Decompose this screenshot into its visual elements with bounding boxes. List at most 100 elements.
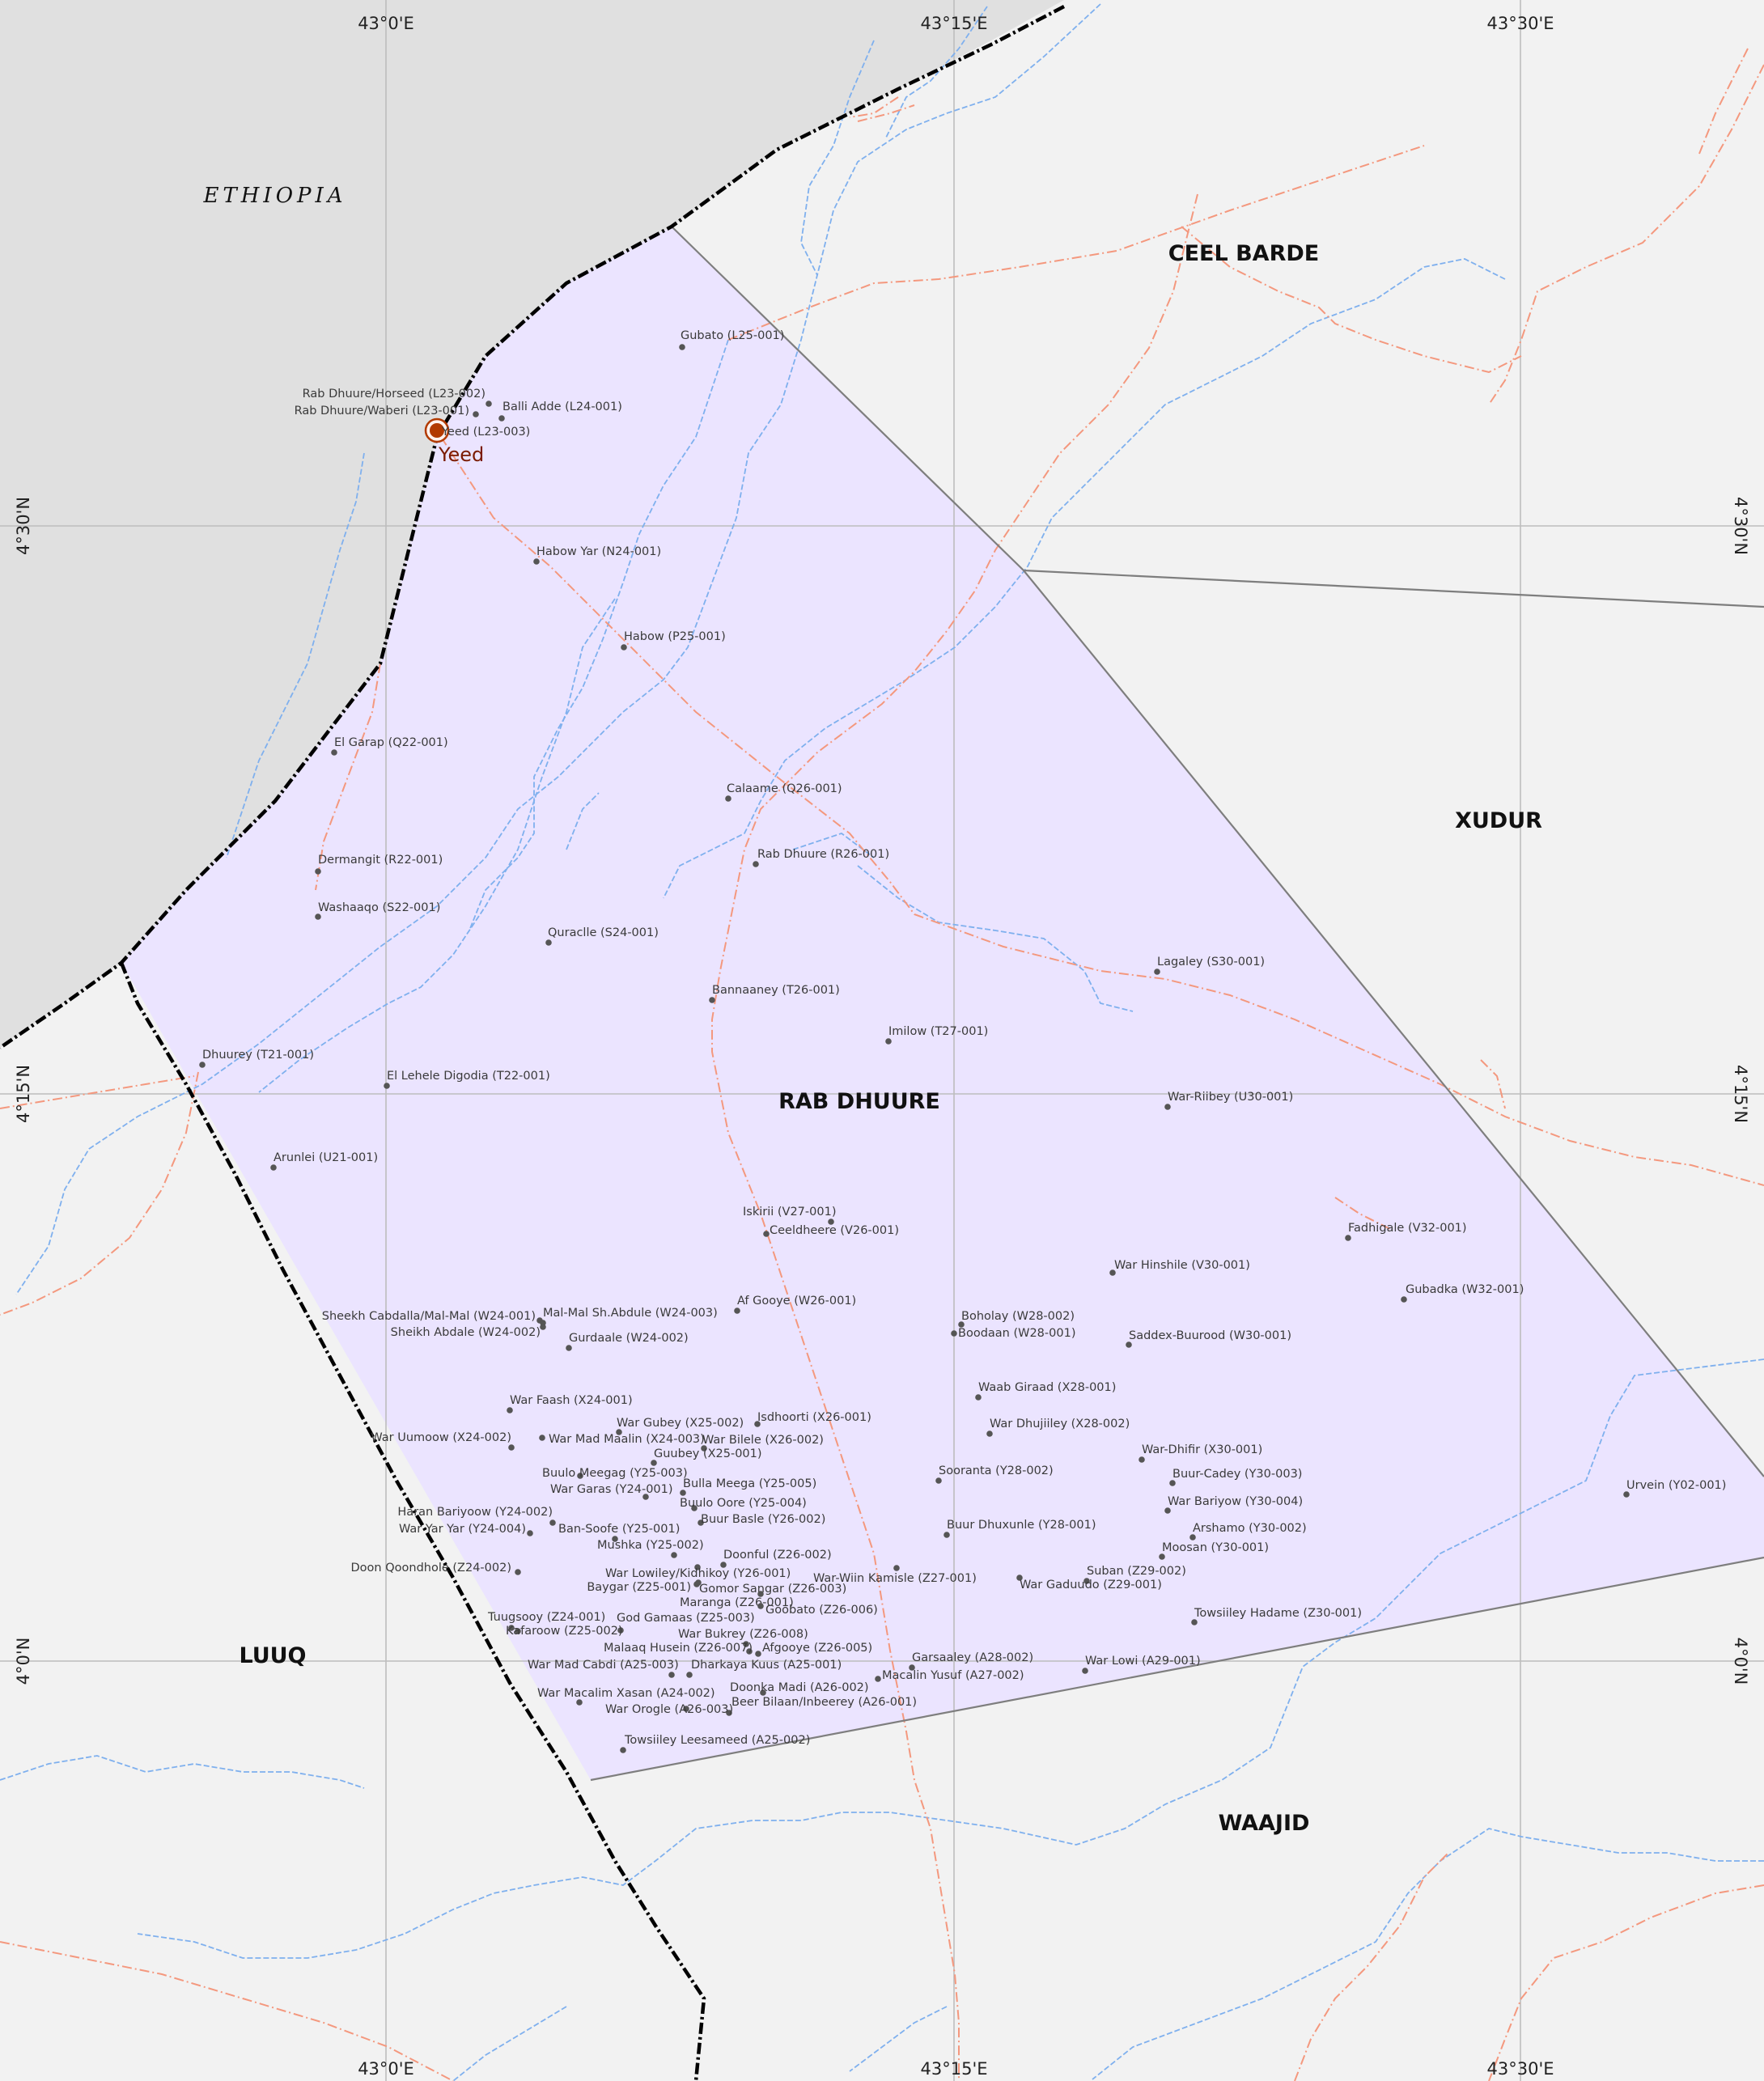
place-item[interactable]: Waab Giraad (X28-001)	[975, 1381, 1116, 1401]
place-label: War-Riibey (U30-001)	[1168, 1091, 1293, 1104]
place-item[interactable]: Doon Qoondhole (Z24-002)	[351, 1562, 521, 1575]
place-item[interactable]: War-Wiin Kamisle (Z27-001)	[813, 1565, 977, 1585]
place-item[interactable]: Dermangit (R22-001)	[315, 854, 443, 875]
place-item[interactable]: War Faash (X24-001)	[507, 1394, 633, 1413]
place-item[interactable]: Moosan (Y30-001)	[1159, 1541, 1269, 1560]
place-item[interactable]: Saddex-Buurood (W30-001)	[1126, 1329, 1291, 1348]
place-item[interactable]: Arshamo (Y30-002)	[1189, 1522, 1307, 1541]
place-item[interactable]: Imilow (T27-001)	[885, 1025, 988, 1045]
place-marker-icon	[1401, 1296, 1407, 1303]
place-item[interactable]: Washaaqo (S22-001)	[315, 901, 440, 920]
place-item[interactable]: Gubato (L25-001)	[679, 329, 784, 350]
place-item[interactable]: Buur Dhuxunle (Y28-001)	[943, 1519, 1096, 1538]
place-item[interactable]: Maranga (Z26-001)	[680, 1591, 794, 1609]
place-item[interactable]: Bannaaney (T26-001)	[709, 984, 840, 1003]
main-town-yeed[interactable]: Yeed (L23-003) Yeed	[424, 417, 530, 466]
place-label: Lagaley (S30-001)	[1157, 956, 1265, 968]
place-item[interactable]: Towsiiley Leesameed (A25-002)	[620, 1734, 810, 1753]
place-item[interactable]: Tuugsooy (Z24-001)	[487, 1611, 605, 1631]
place-item[interactable]: Lagaley (S30-001)	[1154, 956, 1265, 975]
place-item[interactable]: God Gamaas (Z25-003)	[617, 1612, 755, 1634]
place-item[interactable]: Rab Dhuure (R26-001)	[753, 848, 889, 867]
place-item[interactable]: War Lowiley/Kidhikoy (Y26-001)	[605, 1564, 791, 1580]
place-marker-icon	[909, 1664, 915, 1671]
place-item[interactable]: El Garap (Q22-001)	[331, 736, 448, 756]
place-marker-icon	[1345, 1235, 1351, 1241]
place-item[interactable]: Haran Bariyoow (Y24-002)	[397, 1506, 556, 1526]
place-item[interactable]: Rab Dhuure/Horseed (L23-002)	[303, 388, 492, 407]
place-item[interactable]: Boodaan (W28-001)	[951, 1327, 1075, 1340]
place-item[interactable]: War Orogle (A26-003)	[605, 1703, 733, 1716]
place-item[interactable]: El Lehele Digodia (T22-001)	[384, 1070, 550, 1089]
place-marker-icon	[577, 1473, 583, 1479]
place-item[interactable]: Gubadka (W32-001)	[1401, 1283, 1524, 1303]
place-item[interactable]: Af Gooye (W26-001)	[734, 1295, 856, 1314]
place-item[interactable]: War Gaduudo (Z29-001)	[1016, 1575, 1162, 1591]
place-item[interactable]: Goobato (Z26-006)	[757, 1603, 878, 1617]
place-item[interactable]: War Macalim Xasan (A24-002)	[537, 1687, 715, 1706]
place-item[interactable]: Calaame (Q26-001)	[725, 782, 842, 802]
place-item[interactable]: Arunlei (U21-001)	[270, 1151, 378, 1171]
place-item[interactable]: Dharkaya Kuus (A25-001)	[686, 1659, 842, 1678]
place-marker-icon	[566, 1345, 572, 1351]
place-item[interactable]: Buulo Meegag (Y25-003)	[542, 1467, 688, 1480]
place-item[interactable]: Malaaq Husein (Z26-007)	[604, 1642, 753, 1655]
place-item[interactable]: War Lowi (A29-001)	[1082, 1655, 1201, 1674]
place-item[interactable]: Suban (Z29-002)	[1083, 1565, 1186, 1584]
place-item[interactable]: Rab Dhuure/Waberi (L23-001)	[295, 405, 479, 417]
place-item[interactable]: Boholay (W28-002)	[958, 1310, 1075, 1328]
place-item[interactable]: Sheekh Cabdalla/Mal-Mal (W24-001)	[322, 1310, 543, 1324]
place-item[interactable]: Dhuurey (T21-001)	[199, 1049, 314, 1068]
place-item[interactable]: Habow Yar (N24-001)	[533, 545, 661, 565]
place-item[interactable]: Gomor Sangar (Z26-003)	[695, 1579, 846, 1596]
place-item[interactable]: Ceeldheere (V26-001)	[763, 1224, 899, 1237]
place-item[interactable]: Iskirii (V27-001)	[743, 1206, 836, 1225]
place-item[interactable]: War Yar Yar (Y24-004)	[399, 1523, 533, 1536]
place-marker-icon	[540, 1324, 546, 1330]
place-item[interactable]: Garsaaley (A28-002)	[909, 1651, 1033, 1671]
place-item[interactable]: Habow (P25-001)	[621, 630, 726, 651]
place-label-yeed-code: Yeed (L23-003)	[441, 426, 530, 439]
place-item[interactable]: Kafaroow (Z25-002)	[506, 1625, 623, 1638]
place-item[interactable]: War-Dhifir (X30-001)	[1139, 1443, 1262, 1463]
place-item[interactable]: Bulla Meega (Y25-005)	[680, 1477, 816, 1496]
place-marker-icon	[726, 1710, 732, 1716]
place-item[interactable]: Gurdaale (W24-002)	[566, 1332, 689, 1351]
place-item[interactable]: War Dhujiiley (X28-002)	[986, 1418, 1130, 1437]
place-item[interactable]: Guubey (X25-001)	[651, 1447, 762, 1466]
place-item[interactable]: War Mad Maalin (X24-003)	[539, 1433, 705, 1446]
place-item[interactable]: Buur-Cadey (Y30-003)	[1169, 1468, 1302, 1486]
place-item[interactable]: War Mad Cabdi (A25-003)	[528, 1659, 679, 1678]
place-item[interactable]: Macalin Yusuf (A27-002)	[875, 1669, 1024, 1682]
place-item[interactable]: War Bukrey (Z26-008)	[678, 1628, 808, 1647]
place-item[interactable]: Towsiiley Hadame (Z30-001)	[1191, 1607, 1362, 1625]
place-item[interactable]: Quraclle (S24-001)	[545, 926, 659, 946]
place-item[interactable]: Urvein (Y02-001)	[1623, 1479, 1726, 1498]
place-item[interactable]: War Hinshile (V30-001)	[1109, 1259, 1250, 1276]
place-item[interactable]: Doonka Madi (A26-002)	[730, 1681, 869, 1696]
place-item[interactable]: Ban-Soofe (Y25-001)	[558, 1523, 680, 1542]
place-item[interactable]: War Bilele (X26-002)	[701, 1434, 824, 1452]
place-item[interactable]: War Uumoow (X24-002)	[371, 1431, 515, 1451]
place-label: Rab Dhuure/Horseed (L23-002)	[303, 388, 486, 401]
place-item[interactable]: Afgooye (Z26-005)	[755, 1642, 872, 1657]
place-item[interactable]: Sheikh Abdale (W24-002)	[391, 1324, 546, 1339]
place-label: Balli Adde (L24-001)	[502, 401, 622, 413]
place-item[interactable]: War Bariyow (Y30-004)	[1164, 1495, 1303, 1514]
place-item[interactable]: Mushka (Y25-002)	[597, 1539, 704, 1558]
place-item[interactable]: Balli Adde (L24-001)	[498, 401, 622, 422]
place-item[interactable]: War-Riibey (U30-001)	[1164, 1091, 1293, 1110]
place-item[interactable]: Baygar (Z25-001)	[587, 1581, 700, 1594]
place-item[interactable]: Doonful (Z26-002)	[720, 1549, 832, 1568]
place-item[interactable]: Buulo Oore (Y25-004)	[680, 1497, 807, 1511]
place-label: War Hinshile (V30-001)	[1114, 1259, 1250, 1272]
place-label: Mushka (Y25-002)	[597, 1539, 704, 1552]
place-item[interactable]: Fadhigale (V32-001)	[1345, 1222, 1467, 1241]
place-item[interactable]: Beer Bilaan/Inbeerey (A26-001)	[726, 1696, 917, 1716]
place-item[interactable]: Isdhoorti (X26-001)	[754, 1411, 871, 1427]
place-marker-icon	[760, 1689, 766, 1696]
place-item[interactable]: Sooranta (Y28-002)	[935, 1464, 1054, 1484]
place-item[interactable]: Buur Basle (Y26-002)	[698, 1513, 825, 1526]
place-item[interactable]: War Garas (Y24-001)	[550, 1483, 673, 1500]
place-item[interactable]: War Gubey (X25-002)	[616, 1417, 744, 1435]
